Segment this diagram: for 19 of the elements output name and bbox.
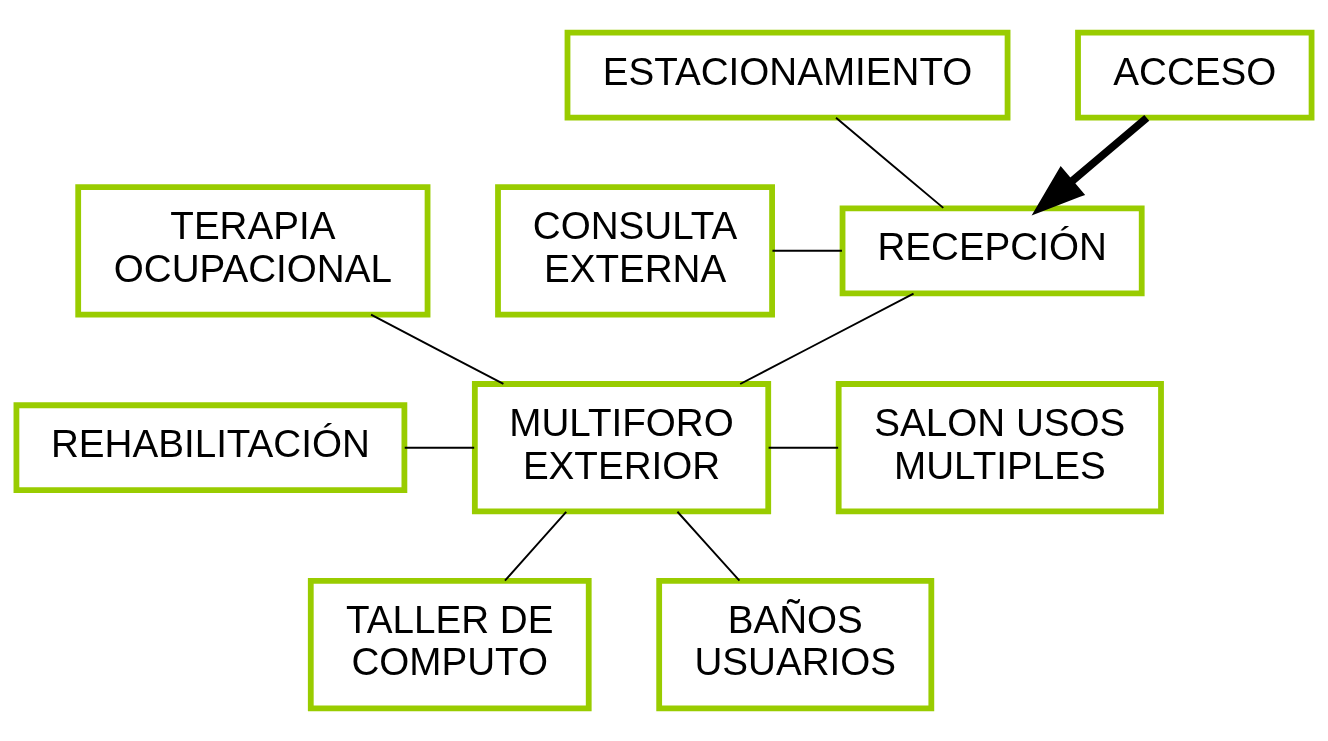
node-box: TERAPIA OCUPACIONAL (75, 184, 431, 318)
connector (835, 116, 945, 209)
node-box: BAÑOS USUARIOS (656, 578, 935, 712)
connector (370, 313, 505, 385)
node-box: REHABILITACIÓN (13, 402, 408, 494)
connector (676, 510, 741, 582)
connector (504, 510, 568, 582)
node-box: SALON USOS MULTIPLES (835, 381, 1164, 515)
node-box: TALLER DE COMPUTO (307, 578, 592, 712)
connector (739, 292, 915, 385)
node-box: MULTIFORO EXTERIOR (471, 381, 772, 515)
connector (403, 446, 476, 449)
node-box: ESTACIONAMIENTO (564, 29, 1011, 121)
node-box: RECEPCIÓN (839, 205, 1145, 297)
connector (771, 249, 843, 252)
node-box: ACCESO (1075, 29, 1315, 121)
connector (767, 446, 840, 449)
node-box: CONSULTA EXTERNA (495, 184, 775, 318)
arrow (1031, 114, 1150, 216)
